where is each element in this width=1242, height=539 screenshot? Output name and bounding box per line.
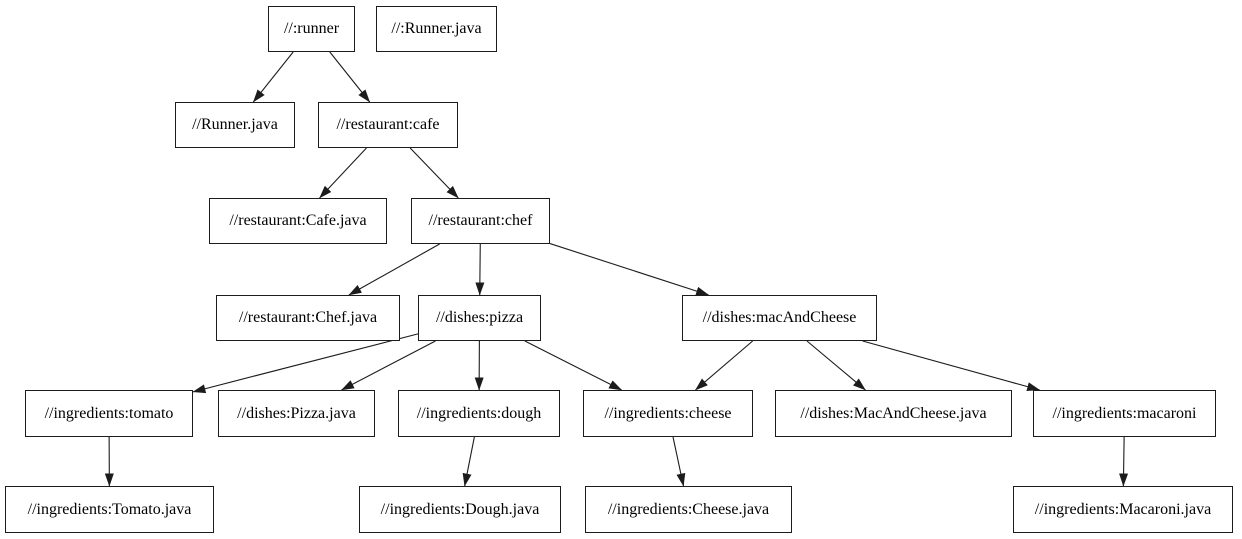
node-mac-and-cheese: //dishes:macAndCheese — [682, 295, 877, 341]
edge-pizza-pizza-java — [341, 340, 436, 391]
node-cheese-java: //ingredients:Cheese.java — [585, 486, 792, 533]
node-runner-java: //Runner.java — [175, 102, 295, 148]
node-runner-java-root: //:Runner.java — [376, 6, 497, 52]
edge-mac-and-cheese-cheese — [695, 340, 754, 391]
node-cheese: //ingredients:cheese — [583, 390, 753, 437]
edge-chef-pizza — [475, 243, 485, 296]
node-mac-and-cheese-java: //dishes:MacAndCheese.java — [775, 390, 1012, 437]
node-runner: //:runner — [268, 6, 355, 52]
node-tomato: //ingredients:tomato — [25, 390, 193, 437]
node-cafe-java: //restaurant:Cafe.java — [209, 198, 387, 244]
node-cafe: //restaurant:cafe — [318, 102, 458, 148]
node-chef-java: //restaurant:Chef.java — [216, 295, 400, 341]
node-chef: //restaurant:chef — [411, 198, 550, 244]
node-pizza-java: //dishes:Pizza.java — [218, 390, 375, 437]
node-dough-java: //ingredients:Dough.java — [359, 486, 561, 533]
node-macaroni-java: //ingredients:Macaroni.java — [1013, 486, 1233, 533]
edge-chef-mac-and-cheese — [549, 243, 710, 296]
node-tomato-java: //ingredients:Tomato.java — [5, 486, 214, 533]
edge-mac-and-cheese-mac-and-cheese-java — [806, 340, 866, 391]
node-pizza: //dishes:pizza — [418, 295, 541, 341]
edge-cafe-chef — [409, 147, 459, 199]
edge-pizza-tomato — [192, 333, 419, 394]
edge-dough-dough-java — [462, 436, 475, 487]
edge-cafe-cafe-java — [319, 147, 367, 199]
edge-cheese-cheese-java — [672, 436, 686, 487]
edge-runner-cafe — [329, 51, 371, 103]
edge-mac-and-cheese-macaroni — [862, 340, 1041, 392]
node-macaroni: //ingredients:macaroni — [1033, 390, 1216, 437]
edge-runner-runner-java — [252, 51, 294, 103]
node-dough: //ingredients:dough — [398, 390, 560, 437]
edge-chef-chef-java — [348, 243, 440, 296]
edge-macaroni-macaroni-java — [1119, 436, 1129, 487]
edge-pizza-cheese — [524, 340, 623, 391]
